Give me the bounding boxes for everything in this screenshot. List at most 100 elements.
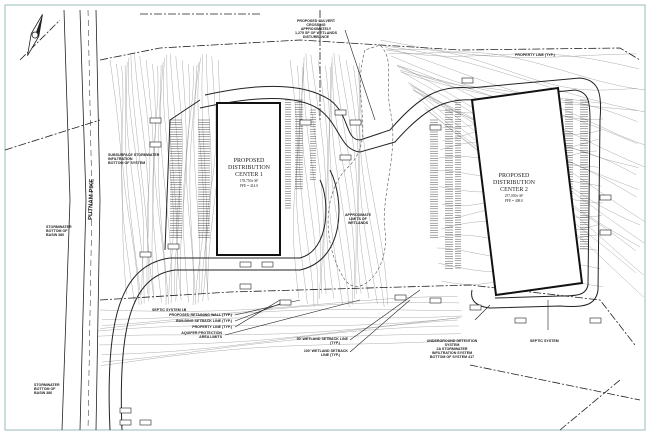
- culvert-callout-2: CROSSING: [306, 23, 325, 27]
- contour-line: [128, 57, 144, 295]
- culvert-callout-3: APPROXIMATELY: [301, 27, 332, 31]
- contour-line: [100, 339, 463, 366]
- road-label: PUTNAM PIKE: [88, 179, 95, 221]
- spot-grade-tag: [261, 261, 274, 268]
- wetland-50-callout-1: 50' WETLAND SETBACK LINE: [297, 337, 349, 341]
- contour-line: [301, 62, 319, 305]
- septic-1-callout: SEPTIC SYSTEM 1B: [152, 308, 187, 312]
- contour-line: [338, 54, 362, 294]
- culvert-callout-4: 1,275 SF OF WETLANDS: [295, 31, 338, 35]
- spot-grade-tag: [167, 243, 180, 250]
- contour-line: [121, 65, 140, 306]
- contour-line: [303, 56, 321, 299]
- spot-grade-tag: [279, 299, 292, 306]
- spot-grade-tag: [149, 117, 162, 124]
- building-setback-callout: BUILDING SETBACK LINE (TYP.): [176, 319, 233, 323]
- wetland-100-callout-2: LINE (TYP.): [321, 353, 341, 357]
- property-line-callout: PROPERTY LINE (TYP.): [192, 325, 233, 329]
- building-1-area: 178,750± SF: [240, 179, 259, 184]
- spot-grade-tag: [394, 294, 407, 301]
- subsurface-callout-1: SUBSURFACE STORMWATER: [108, 153, 160, 157]
- north-arrow-icon: [27, 14, 43, 56]
- contour-line: [154, 65, 167, 306]
- building-1-footprint: [216, 102, 281, 256]
- contour-line: [386, 49, 638, 91]
- contour-line: [100, 315, 463, 329]
- basin-2-callout-3: BASIN 386: [34, 391, 52, 395]
- basin-callout-2: BOTTOM OF: [46, 229, 68, 233]
- underground-callout-2: SYSTEM: [445, 343, 460, 347]
- contour-line: [102, 333, 462, 363]
- spot-grade-tag: [239, 261, 252, 268]
- spot-grade-tag: [429, 297, 442, 304]
- contour-line: [384, 45, 645, 113]
- spot-grade-tag: [599, 194, 612, 201]
- spot-grade-tag: [119, 407, 132, 414]
- wetlands-callout-2: LIMITS OF: [349, 217, 368, 221]
- contour-line: [205, 56, 216, 301]
- contour-line: [152, 63, 162, 303]
- grade-tags: [119, 77, 612, 426]
- building-2-ffe: FFE = 408.0: [505, 199, 523, 203]
- culvert-callout-1: PROPOSED CULVERT: [297, 19, 336, 23]
- contour-line: [124, 65, 142, 305]
- contour-line: [345, 60, 370, 299]
- contour-line: [180, 60, 187, 295]
- building-2-area: 257,000± SF: [505, 194, 524, 199]
- property-lines: [4, 10, 641, 431]
- contour-line: [98, 317, 462, 332]
- building-2-title-3: CENTER 2: [500, 187, 528, 193]
- building-2: PROPOSED DISTRIBUTION CENTER 2 257,000± …: [470, 86, 584, 297]
- contour-line: [158, 65, 169, 305]
- contour-line: [182, 63, 190, 303]
- contour-line: [126, 61, 145, 304]
- callouts: PROPOSED CULVERT CROSSING APPROXIMATELY …: [34, 19, 559, 395]
- contour-line: [109, 59, 127, 295]
- access-roads: [108, 77, 602, 431]
- spot-grade-tag: [334, 109, 347, 116]
- contour-line: [357, 66, 385, 308]
- spot-grade-tag: [299, 119, 312, 126]
- putnam-pike-road: [61, 9, 101, 431]
- contour-line: [379, 39, 637, 58]
- spot-grade-tag: [469, 304, 482, 311]
- underground-callout-3: 2A STORMWATER: [436, 347, 467, 351]
- subsurface-callout-3: BOTTOM OF SYSTEM: [108, 161, 145, 165]
- contour-line: [186, 65, 194, 306]
- septic-2-callout: SEPTIC SYSTEM: [530, 339, 559, 343]
- spot-grade-tag: [429, 124, 442, 131]
- wetland-50-callout-2: (TYP.): [330, 341, 341, 345]
- building-1-title-3: CENTER 1: [235, 172, 263, 178]
- basin-2-callout-1: STORMWATER: [34, 383, 60, 387]
- contour-line: [189, 65, 198, 305]
- contour-line: [97, 317, 459, 337]
- contour-line: [170, 54, 180, 294]
- retaining-wall-callout: PROPOSED RETAINING WALL (TYP.): [169, 313, 233, 317]
- contour-line: [201, 54, 207, 302]
- contour-line: [385, 49, 639, 69]
- contour-line: [201, 54, 212, 295]
- contour-line: [99, 319, 458, 346]
- property-top-callout: PROPERTY LINE (TYP.): [515, 53, 556, 57]
- contour-line: [305, 53, 324, 294]
- contour-line: [101, 325, 459, 355]
- culvert-callout-5: DISTURBANCE: [303, 35, 330, 39]
- building-1-ffe: FFE = 414.0: [240, 184, 258, 188]
- spot-grade-tag: [514, 317, 527, 324]
- contour-line: [289, 59, 299, 299]
- contour-line: [353, 65, 378, 305]
- contour-line: [310, 54, 327, 294]
- building-2-title-1: PROPOSED: [499, 173, 530, 179]
- contour-line: [101, 302, 460, 320]
- spot-grade-tag: [139, 251, 152, 258]
- spot-grade-tag: [149, 141, 162, 148]
- building-1-title-2: DISTRIBUTION: [228, 165, 271, 171]
- wetlands-callout-3: WETLANDS: [348, 221, 369, 225]
- spot-grade-tag: [349, 119, 362, 126]
- basin-2-callout-2: BOTTOM OF: [34, 387, 56, 391]
- aquifer-callout-1: AQUIFER PROTECTION: [181, 331, 222, 335]
- wetland-100-callout-1: 100' WETLAND SETBACK: [304, 349, 349, 353]
- contour-line: [163, 57, 174, 295]
- wetland-limits: [327, 44, 394, 287]
